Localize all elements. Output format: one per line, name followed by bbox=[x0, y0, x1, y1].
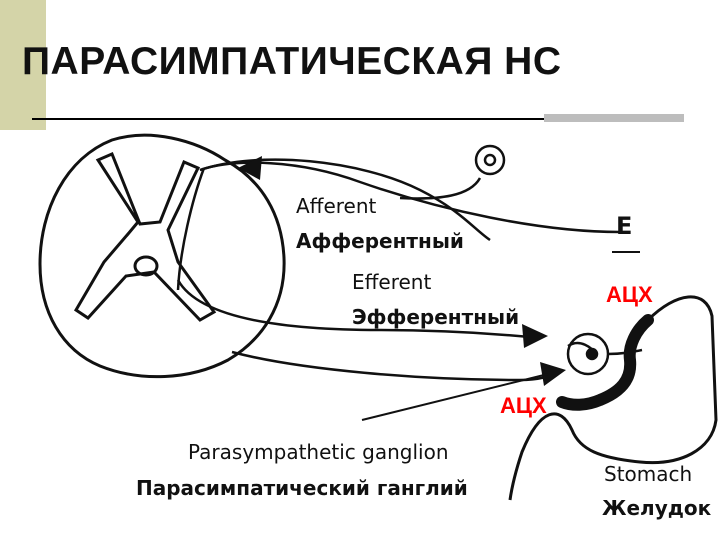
ganglion-dendrite bbox=[567, 341, 598, 355]
receptor-label: E bbox=[616, 212, 633, 240]
afferent-label-en: Afferent bbox=[296, 194, 377, 218]
sensory-ganglion-cell bbox=[474, 144, 506, 176]
stomach-label-en: Stomach bbox=[604, 462, 693, 486]
stomach-inner-fold bbox=[556, 314, 654, 411]
connector-arrowhead bbox=[540, 362, 566, 386]
title-divider-accent bbox=[544, 114, 684, 122]
title-divider bbox=[32, 118, 544, 120]
ganglion-label-ru: Парасимпатический ганглий bbox=[136, 476, 468, 500]
preganglionic-fiber bbox=[176, 279, 541, 340]
afferent-pathway bbox=[199, 144, 640, 253]
spinal-cord-outline bbox=[38, 133, 286, 379]
stomach-label-ru: Желудок bbox=[602, 496, 712, 520]
accent-bar bbox=[0, 0, 46, 130]
ganglion-label-pointer bbox=[361, 373, 549, 421]
efferent-label-ru: Эфферентный bbox=[352, 305, 520, 329]
afferent-arrowhead bbox=[238, 156, 262, 180]
stomach bbox=[508, 295, 718, 501]
central-canal bbox=[133, 255, 159, 277]
afferent-fiber bbox=[199, 161, 621, 234]
connector-fiber bbox=[231, 350, 561, 382]
mediator-label-bottom: АЦХ bbox=[500, 393, 547, 418]
sensory-ganglion-nucleus bbox=[483, 153, 497, 167]
afferent-label-ru: Афферентный bbox=[296, 229, 464, 253]
efferent-label-en: Efferent bbox=[352, 270, 432, 294]
mediator-label-top: АЦХ bbox=[606, 282, 653, 307]
spinal-nerve-root bbox=[176, 167, 206, 291]
ganglion-label-en: Parasympathetic ganglion bbox=[188, 440, 449, 464]
efferent-arrowhead bbox=[522, 324, 548, 348]
gray-matter bbox=[73, 152, 217, 322]
page-title: ПАРАСИМПАТИЧЕСКАЯ НС bbox=[22, 40, 562, 83]
spinal-cord bbox=[38, 133, 286, 379]
afferent-loop bbox=[199, 158, 491, 242]
sensory-ganglion-stalk bbox=[399, 177, 482, 200]
stomach-outline bbox=[508, 295, 718, 501]
